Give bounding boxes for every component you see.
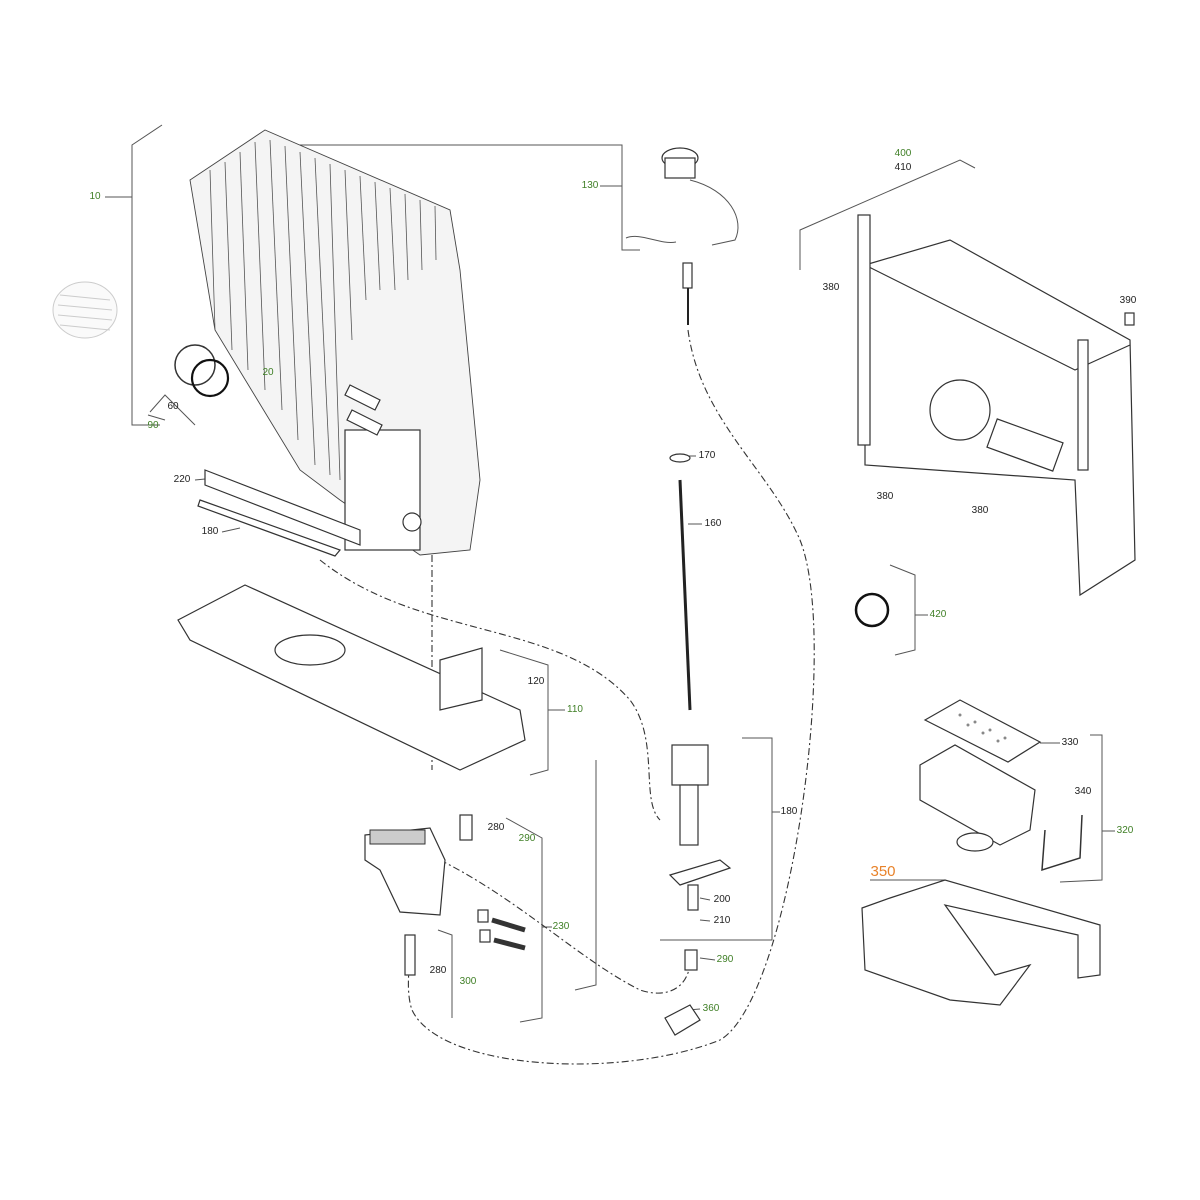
callout-280[interactable]: 280 <box>429 965 447 976</box>
callout-200[interactable]: 200 <box>713 894 731 905</box>
rear-housing-part <box>857 214 1136 597</box>
seal-ring-part <box>854 592 890 628</box>
control-rod-part <box>678 479 692 711</box>
callout-60[interactable]: 60 <box>167 401 179 412</box>
callout-380[interactable]: 380 <box>971 505 989 516</box>
callout-20[interactable]: 20 <box>262 367 274 378</box>
callout-320[interactable]: 320 <box>1116 825 1134 836</box>
callout-420[interactable]: 420 <box>929 609 947 620</box>
callout-400[interactable]: 400 <box>894 148 912 159</box>
callout-280[interactable]: 280 <box>487 822 505 833</box>
callout-160[interactable]: 160 <box>704 518 722 529</box>
callout-110[interactable]: 110 <box>567 704 583 715</box>
burner-part <box>364 814 526 976</box>
base-plate-part <box>177 584 526 771</box>
flue-spring-part <box>52 281 230 398</box>
callout-10[interactable]: 10 <box>89 191 101 202</box>
callout-90[interactable]: 90 <box>147 420 159 431</box>
callout-290[interactable]: 290 <box>716 954 734 965</box>
callout-120[interactable]: 120 <box>527 676 545 687</box>
callout-170[interactable]: 170 <box>698 450 716 461</box>
callout-220[interactable]: 220 <box>173 474 191 485</box>
igniter-part <box>625 147 739 325</box>
callout-180[interactable]: 180 <box>780 806 798 817</box>
callout-410[interactable]: 410 <box>894 162 912 173</box>
callout-300[interactable]: 300 <box>459 976 477 987</box>
o-ring-part <box>669 453 691 463</box>
callout-390[interactable]: 390 <box>1119 295 1137 306</box>
callout-380[interactable]: 380 <box>876 491 894 502</box>
callout-230[interactable]: 230 <box>552 921 570 932</box>
gas-valve-part <box>664 744 732 1036</box>
callout-330[interactable]: 330 <box>1061 737 1079 748</box>
leader-lines <box>105 124 1115 1023</box>
callout-340[interactable]: 340 <box>1074 786 1092 797</box>
callout-350[interactable]: 350 <box>870 863 896 880</box>
callout-290[interactable]: 290 <box>518 833 536 844</box>
callout-210[interactable]: 210 <box>713 915 731 926</box>
gas-line-path <box>407 329 815 1065</box>
callout-130[interactable]: 130 <box>581 180 599 191</box>
bracket-part <box>197 469 361 557</box>
drip-tray-parts <box>861 699 1101 1006</box>
callout-180[interactable]: 180 <box>201 526 219 537</box>
callout-360[interactable]: 360 <box>702 1003 720 1014</box>
callout-380[interactable]: 380 <box>822 282 840 293</box>
